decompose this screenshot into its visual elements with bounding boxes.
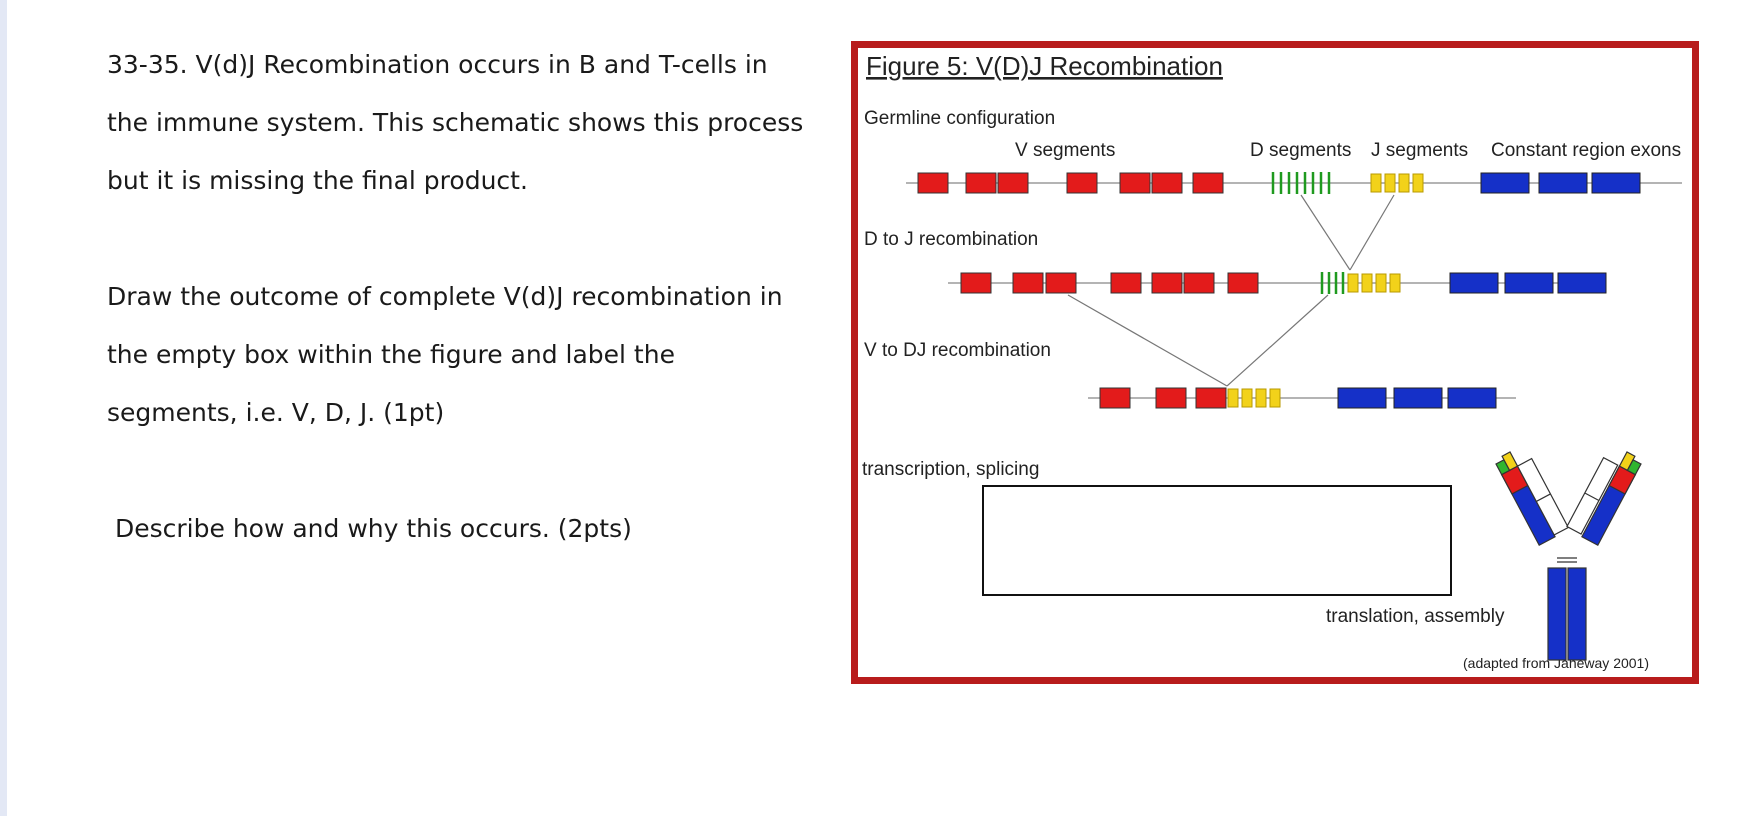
v-segment — [960, 272, 992, 294]
v-segment — [965, 172, 997, 194]
instruction-line: segments, i.e. V, D, J. (1pt) — [107, 398, 445, 427]
label-j-segments: J segments — [1371, 140, 1468, 161]
figure-title: Figure 5: V(D)J Recombination — [866, 51, 1223, 81]
v-segment — [997, 172, 1029, 194]
v-segment — [1099, 387, 1131, 409]
j-segment — [1255, 388, 1267, 408]
label-v-segments: V segments — [1015, 140, 1115, 161]
v-segment — [1110, 272, 1142, 294]
j-segment — [1384, 173, 1396, 193]
label-d-to-j: D to J recombination — [864, 229, 1038, 250]
question-line: the immune system. This schematic shows … — [107, 108, 804, 137]
v-segment — [1195, 387, 1227, 409]
j-segment — [1347, 273, 1359, 293]
constant-exon — [1504, 272, 1554, 294]
v-segment — [1151, 172, 1183, 194]
v-segment — [1119, 172, 1151, 194]
constant-exons — [1480, 172, 1641, 194]
v-segment — [917, 172, 949, 194]
instruction-line: the empty box within the figure and labe… — [107, 340, 675, 369]
constant-exon — [1449, 272, 1499, 294]
v-segment — [1227, 272, 1259, 294]
dj-join-line — [1226, 294, 1329, 387]
j-segment — [1389, 273, 1401, 293]
v-segment — [1012, 272, 1044, 294]
question-text: 33-35. V(d)J Recombination occurs in B a… — [107, 36, 827, 558]
describe-prompt: Describe how and why this occurs. (2pts) — [115, 514, 632, 543]
d-segments — [1271, 172, 1331, 194]
constant-exon — [1393, 387, 1443, 409]
j-segment — [1370, 173, 1382, 193]
v-segment — [1183, 272, 1215, 294]
d-join-line — [1300, 194, 1351, 271]
label-v-to-dj: V to DJ recombination — [864, 340, 1051, 361]
constant-exon — [1591, 172, 1641, 194]
v-segment — [1155, 387, 1187, 409]
question-line: but it is missing the final product. — [107, 166, 528, 195]
instruction-line: Draw the outcome of complete V(d)J recom… — [107, 282, 783, 311]
j-segment — [1398, 173, 1410, 193]
j-segment — [1241, 388, 1253, 408]
j-segment — [1375, 273, 1387, 293]
constant-exon — [1538, 172, 1588, 194]
left-rail — [0, 0, 7, 816]
v-segment — [1045, 272, 1077, 294]
j-segment — [1227, 388, 1239, 408]
d-to-j-row — [948, 272, 1607, 294]
answer-box[interactable] — [982, 485, 1452, 596]
v-segment — [1192, 172, 1224, 194]
figure-vdj-recombination: Figure 5: V(D)J Recombination Germline c… — [851, 41, 1699, 684]
germline-row — [906, 172, 1682, 194]
v-join-line — [1067, 294, 1228, 387]
j-join-line — [1349, 194, 1395, 271]
j-segment — [1361, 273, 1373, 293]
label-transcription: transcription, splicing — [862, 459, 1039, 480]
j-segment — [1269, 388, 1281, 408]
antibody-icon — [1495, 451, 1642, 661]
v-segments — [917, 172, 1224, 194]
j-segments — [1370, 173, 1424, 193]
v-to-dj-row — [1088, 387, 1516, 409]
v-segment — [1151, 272, 1183, 294]
label-translation: translation, assembly — [1326, 606, 1505, 627]
label-germline: Germline configuration — [864, 108, 1055, 129]
figure-diagram: Figure 5: V(D)J Recombination Germline c… — [862, 51, 1682, 671]
constant-exon — [1557, 272, 1607, 294]
constant-exon — [1447, 387, 1497, 409]
constant-exon — [1337, 387, 1387, 409]
constant-exon — [1480, 172, 1530, 194]
v-segment — [1066, 172, 1098, 194]
label-d-segments: D segments — [1250, 140, 1351, 161]
credit: (adapted from Janeway 2001) — [1463, 655, 1649, 671]
d-segments — [1320, 272, 1345, 294]
j-segment — [1412, 173, 1424, 193]
label-constant-exons: Constant region exons — [1491, 140, 1681, 161]
question-line: 33-35. V(d)J Recombination occurs in B a… — [107, 50, 768, 79]
